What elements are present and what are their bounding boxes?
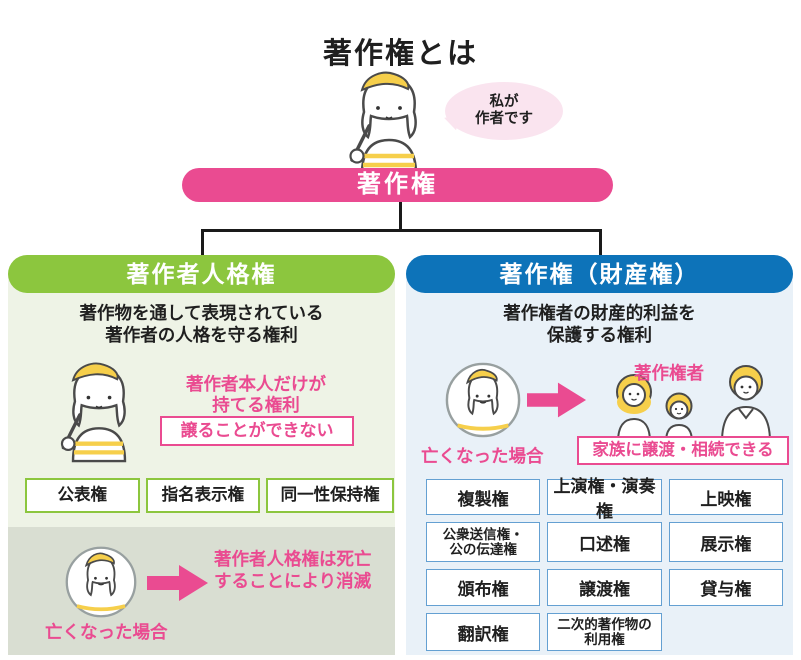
death-result-text: 著作者人格権は死亡 することにより消滅 [214,549,372,591]
deceased-author-avatar [444,361,522,439]
right-box-publication: 公表権 [25,478,140,513]
speech-bubble-line2: 作者です [475,111,533,127]
right-box-lending: 貸与権 [668,569,783,606]
right-box-transfer: 譲渡権 [547,569,662,606]
root-banner-copyright: 著作権 [182,168,613,202]
right-box-distribution: 頒布権 [426,569,541,606]
page-title: 著作権とは [322,38,478,70]
connector-line-center [399,202,402,230]
property-rights-panel: 著作権（財産権） 著作権者の財産的利益を 保護する権利 著作権者 [406,255,793,655]
inheritable-badge: 家族に譲渡・相続できる [577,436,789,465]
non-transferable-badge: 譲ることができない [160,416,354,446]
speech-bubble: 私が 作者です [445,82,563,140]
speech-bubble-line1: 私が [489,94,519,110]
connector-line-left [201,231,204,256]
connector-line-horizontal [201,229,602,232]
property-rights-description: 著作権者の財産的利益を 保護する権利 [503,303,696,345]
right-box-recitation: 口述権 [547,522,662,562]
right-box-performance: 上演権・演奏権 [547,477,662,521]
author-woman-icon [60,362,127,463]
moral-rights-note: 著作者本人だけが 持てる権利 [186,374,326,415]
right-box-translation: 翻訳権 [426,613,541,651]
death-section: 著作者人格権は死亡 することにより消滅 亡くなった場合 [8,527,395,655]
family-illustration [606,362,792,443]
deceased-author-avatar-icon [65,546,137,618]
deceased-author-avatar [64,545,138,619]
right-box-screening: 上映権 [668,479,783,515]
copyright-holder-label: 著作権者 [634,363,704,383]
property-rights-grid: 複製権 上演権・演奏権 上映権 公衆送信権・ 公の伝達権 口述権 展示権 頒布権… [426,477,783,651]
right-box-public-transmission: 公衆送信権・ 公の伝達権 [426,522,541,562]
right-box-exhibition: 展示権 [668,522,783,562]
moral-rights-description: 著作物を通して表現されている 著作者の人格を守る権利 [79,303,324,345]
moral-rights-panel: 著作者人格権 著作物を通して表現されている 著作者の人格を守る権利 著作者本人だ… [8,255,395,655]
arrow-right-icon [147,564,209,602]
moral-rights-header: 著作者人格権 [8,255,395,293]
arrow-right-icon [527,381,587,419]
author-illustration [336,70,442,176]
death-caption: 亡くなった場合 [45,622,168,642]
death-caption: 亡くなった場合 [421,446,544,466]
author-illustration-left [48,354,150,468]
family-icon [616,365,772,443]
moral-rights-list: 公表権 指名表示権 同一性保持権 [25,478,394,513]
property-rights-header: 著作権（財産権） [406,255,793,293]
author-woman-icon [349,71,418,176]
deceased-author-avatar-icon [445,362,521,438]
right-box-attribution: 指名表示権 [145,478,261,513]
right-box-reproduction: 複製権 [426,479,541,515]
connector-line-right [599,231,602,256]
right-box-integrity: 同一性保持権 [266,478,394,513]
right-box-derivative-works: 二次的著作物の 利用権 [547,613,662,651]
